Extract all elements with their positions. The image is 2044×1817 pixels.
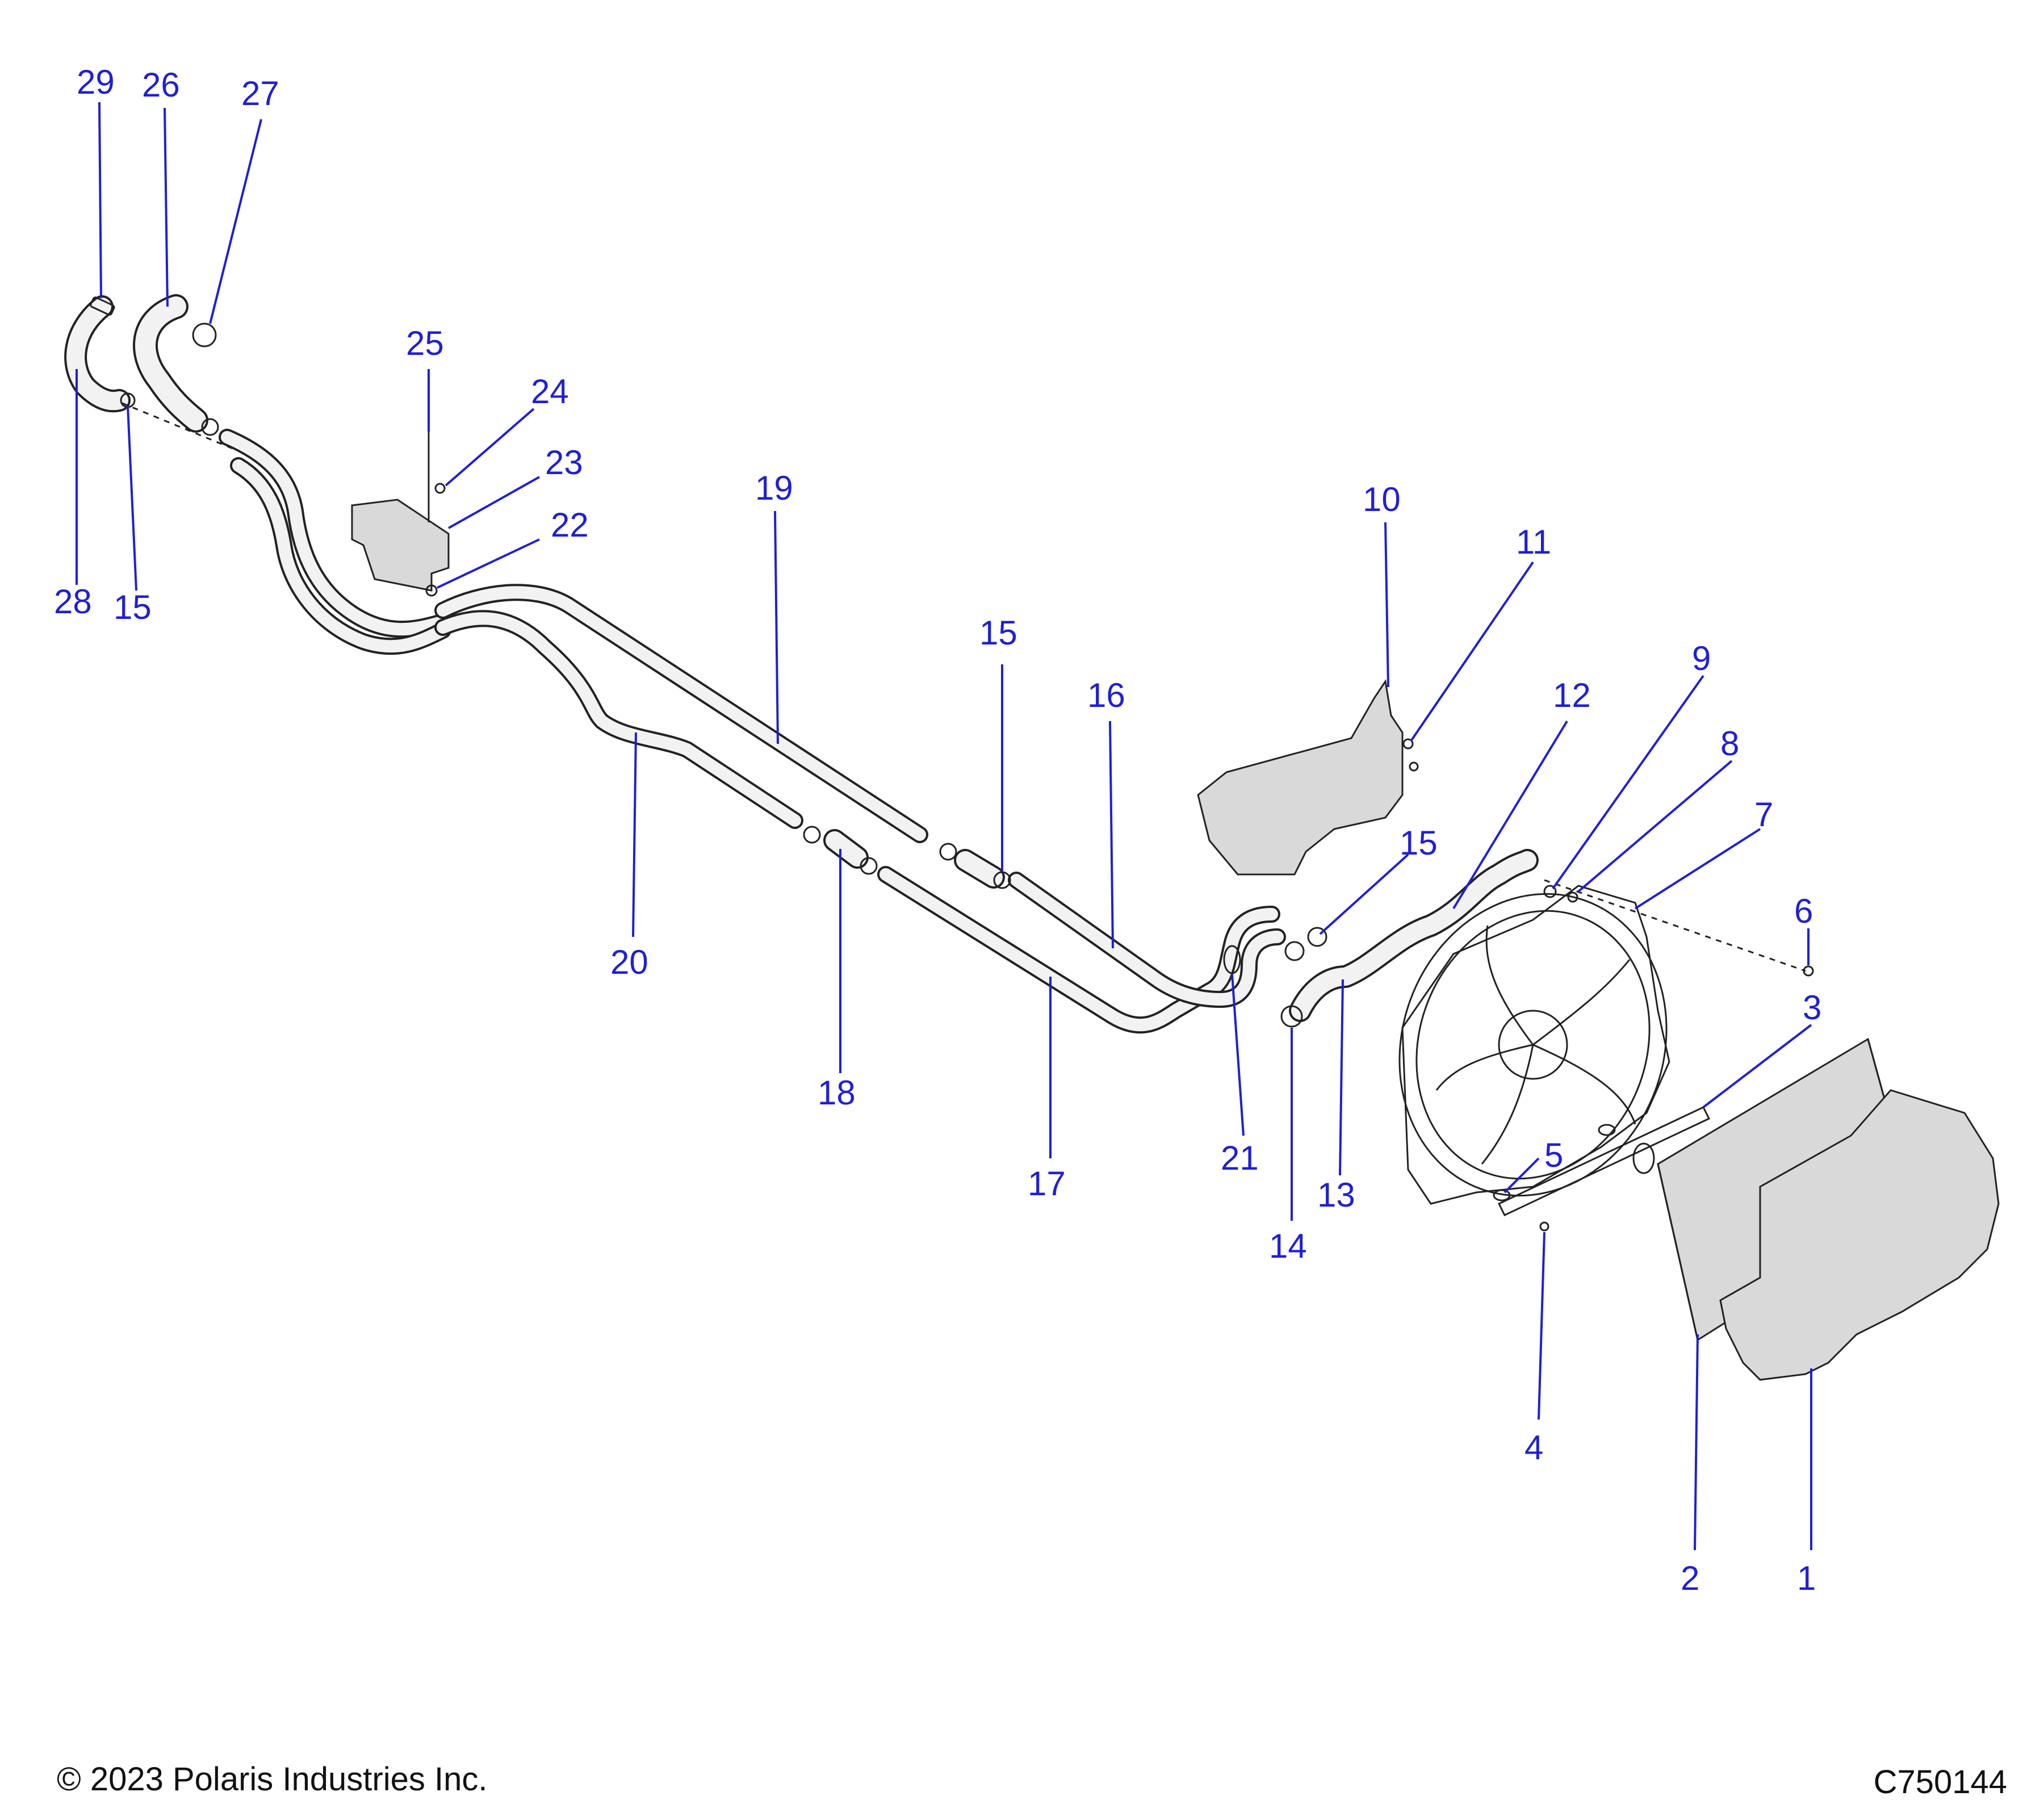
callout-14: 14 bbox=[1269, 1227, 1307, 1265]
callout-27: 27 bbox=[241, 74, 279, 112]
clamp-14 bbox=[1280, 1005, 1303, 1028]
leader-12 bbox=[1452, 720, 1568, 910]
diagram-code: C750144 bbox=[1873, 1764, 2007, 1801]
callout-5: 5 bbox=[1544, 1136, 1563, 1174]
leader-5 bbox=[1503, 1157, 1540, 1194]
callout-19: 19 bbox=[755, 469, 793, 507]
fan-blade-assembly bbox=[1398, 893, 1668, 1197]
callout-21: 21 bbox=[1221, 1139, 1259, 1177]
leader-16 bbox=[1109, 721, 1114, 949]
callout-16: 16 bbox=[1087, 676, 1125, 714]
leader-lines bbox=[76, 102, 1812, 1551]
callout-11: 11 bbox=[1516, 523, 1551, 561]
bracket-assembly bbox=[351, 432, 450, 597]
leader-8 bbox=[1577, 760, 1733, 893]
bracket-23 bbox=[351, 499, 450, 592]
leader-7 bbox=[1634, 828, 1761, 910]
callout-2: 2 bbox=[1681, 1559, 1699, 1597]
clamp-27 bbox=[192, 323, 217, 348]
leader-13 bbox=[1339, 979, 1344, 1176]
leader-15c bbox=[1319, 853, 1409, 935]
clamp-15-right bbox=[1307, 927, 1327, 947]
leader-26 bbox=[164, 107, 169, 307]
callout-29: 29 bbox=[77, 63, 115, 101]
callout-18: 18 bbox=[818, 1074, 856, 1112]
callout-15-right: 15 bbox=[1400, 824, 1438, 862]
callout-13: 13 bbox=[1317, 1176, 1355, 1214]
clamp-15-mid bbox=[993, 871, 1011, 889]
leader-20 bbox=[632, 732, 637, 937]
clamp-15-right-b bbox=[1284, 941, 1305, 961]
heat-shield-10 bbox=[1197, 679, 1419, 876]
callout-26: 26 bbox=[142, 66, 180, 104]
leader-22 bbox=[437, 538, 540, 589]
nut-24 bbox=[434, 483, 446, 494]
callout-10: 10 bbox=[1363, 480, 1401, 518]
callout-17: 17 bbox=[1028, 1165, 1066, 1203]
clamp-29 bbox=[90, 296, 115, 316]
leader-23 bbox=[448, 476, 540, 529]
grommet-5b bbox=[1493, 1189, 1511, 1201]
clamp-mid-c bbox=[939, 843, 957, 861]
leader-3 bbox=[1702, 1024, 1812, 1108]
bracket-3 bbox=[1493, 1106, 1711, 1232]
clamp-upper-a bbox=[201, 418, 219, 436]
callout-numbers: 1 2 3 4 5 6 7 8 9 10 11 12 13 14 15 15 1… bbox=[54, 63, 1821, 1597]
callout-6: 6 bbox=[1794, 892, 1813, 930]
callout-23: 23 bbox=[545, 443, 583, 482]
leader-4 bbox=[1538, 1232, 1545, 1420]
fastener-8 bbox=[1567, 891, 1578, 903]
alignment-line-left bbox=[122, 402, 233, 450]
shroud-1 bbox=[1719, 1089, 2000, 1381]
leader-10 bbox=[1384, 522, 1389, 688]
callout-8: 8 bbox=[1720, 725, 1739, 763]
hose-group bbox=[64, 294, 1539, 1034]
leader-29 bbox=[98, 102, 102, 299]
leader-21 bbox=[1231, 973, 1245, 1136]
leader-9 bbox=[1552, 675, 1704, 890]
callout-25: 25 bbox=[406, 324, 444, 362]
callout-4: 4 bbox=[1524, 1429, 1543, 1467]
clamp-mid-a bbox=[803, 826, 821, 844]
callout-12: 12 bbox=[1553, 676, 1591, 714]
leader-15a bbox=[127, 405, 137, 591]
callout-22: 22 bbox=[551, 506, 589, 544]
callout-3: 3 bbox=[1803, 989, 1821, 1027]
callout-15-left: 15 bbox=[114, 588, 152, 626]
leader-11 bbox=[1410, 561, 1534, 742]
callout-15-mid: 15 bbox=[979, 614, 1017, 652]
alignment-line-fan bbox=[1544, 879, 1806, 972]
leader-2 bbox=[1694, 1334, 1699, 1551]
callout-24: 24 bbox=[531, 372, 569, 411]
callout-28: 28 bbox=[54, 583, 92, 621]
clamp-21 bbox=[1223, 945, 1241, 974]
callout-1: 1 bbox=[1797, 1559, 1816, 1597]
leader-24 bbox=[445, 408, 535, 487]
nut-22 bbox=[425, 584, 438, 597]
callout-20: 20 bbox=[610, 943, 648, 981]
fastener-6 bbox=[1803, 965, 1814, 977]
screw-4 bbox=[1539, 1221, 1549, 1232]
fastener-11 bbox=[1402, 738, 1414, 750]
fan-shroud-7 bbox=[1398, 885, 1814, 1205]
callout-9: 9 bbox=[1692, 639, 1711, 677]
clamp-mid-b bbox=[860, 857, 878, 875]
leader-19 bbox=[774, 510, 779, 744]
callout-7: 7 bbox=[1754, 796, 1773, 834]
fastener-9 bbox=[1543, 885, 1557, 898]
grommet-5a bbox=[1598, 1124, 1616, 1136]
copyright-text: © 2023 Polaris Industries Inc. bbox=[57, 1761, 488, 1798]
leader-27 bbox=[209, 119, 262, 324]
clamp-group bbox=[90, 296, 1327, 1028]
fan-hub bbox=[1498, 1010, 1568, 1080]
